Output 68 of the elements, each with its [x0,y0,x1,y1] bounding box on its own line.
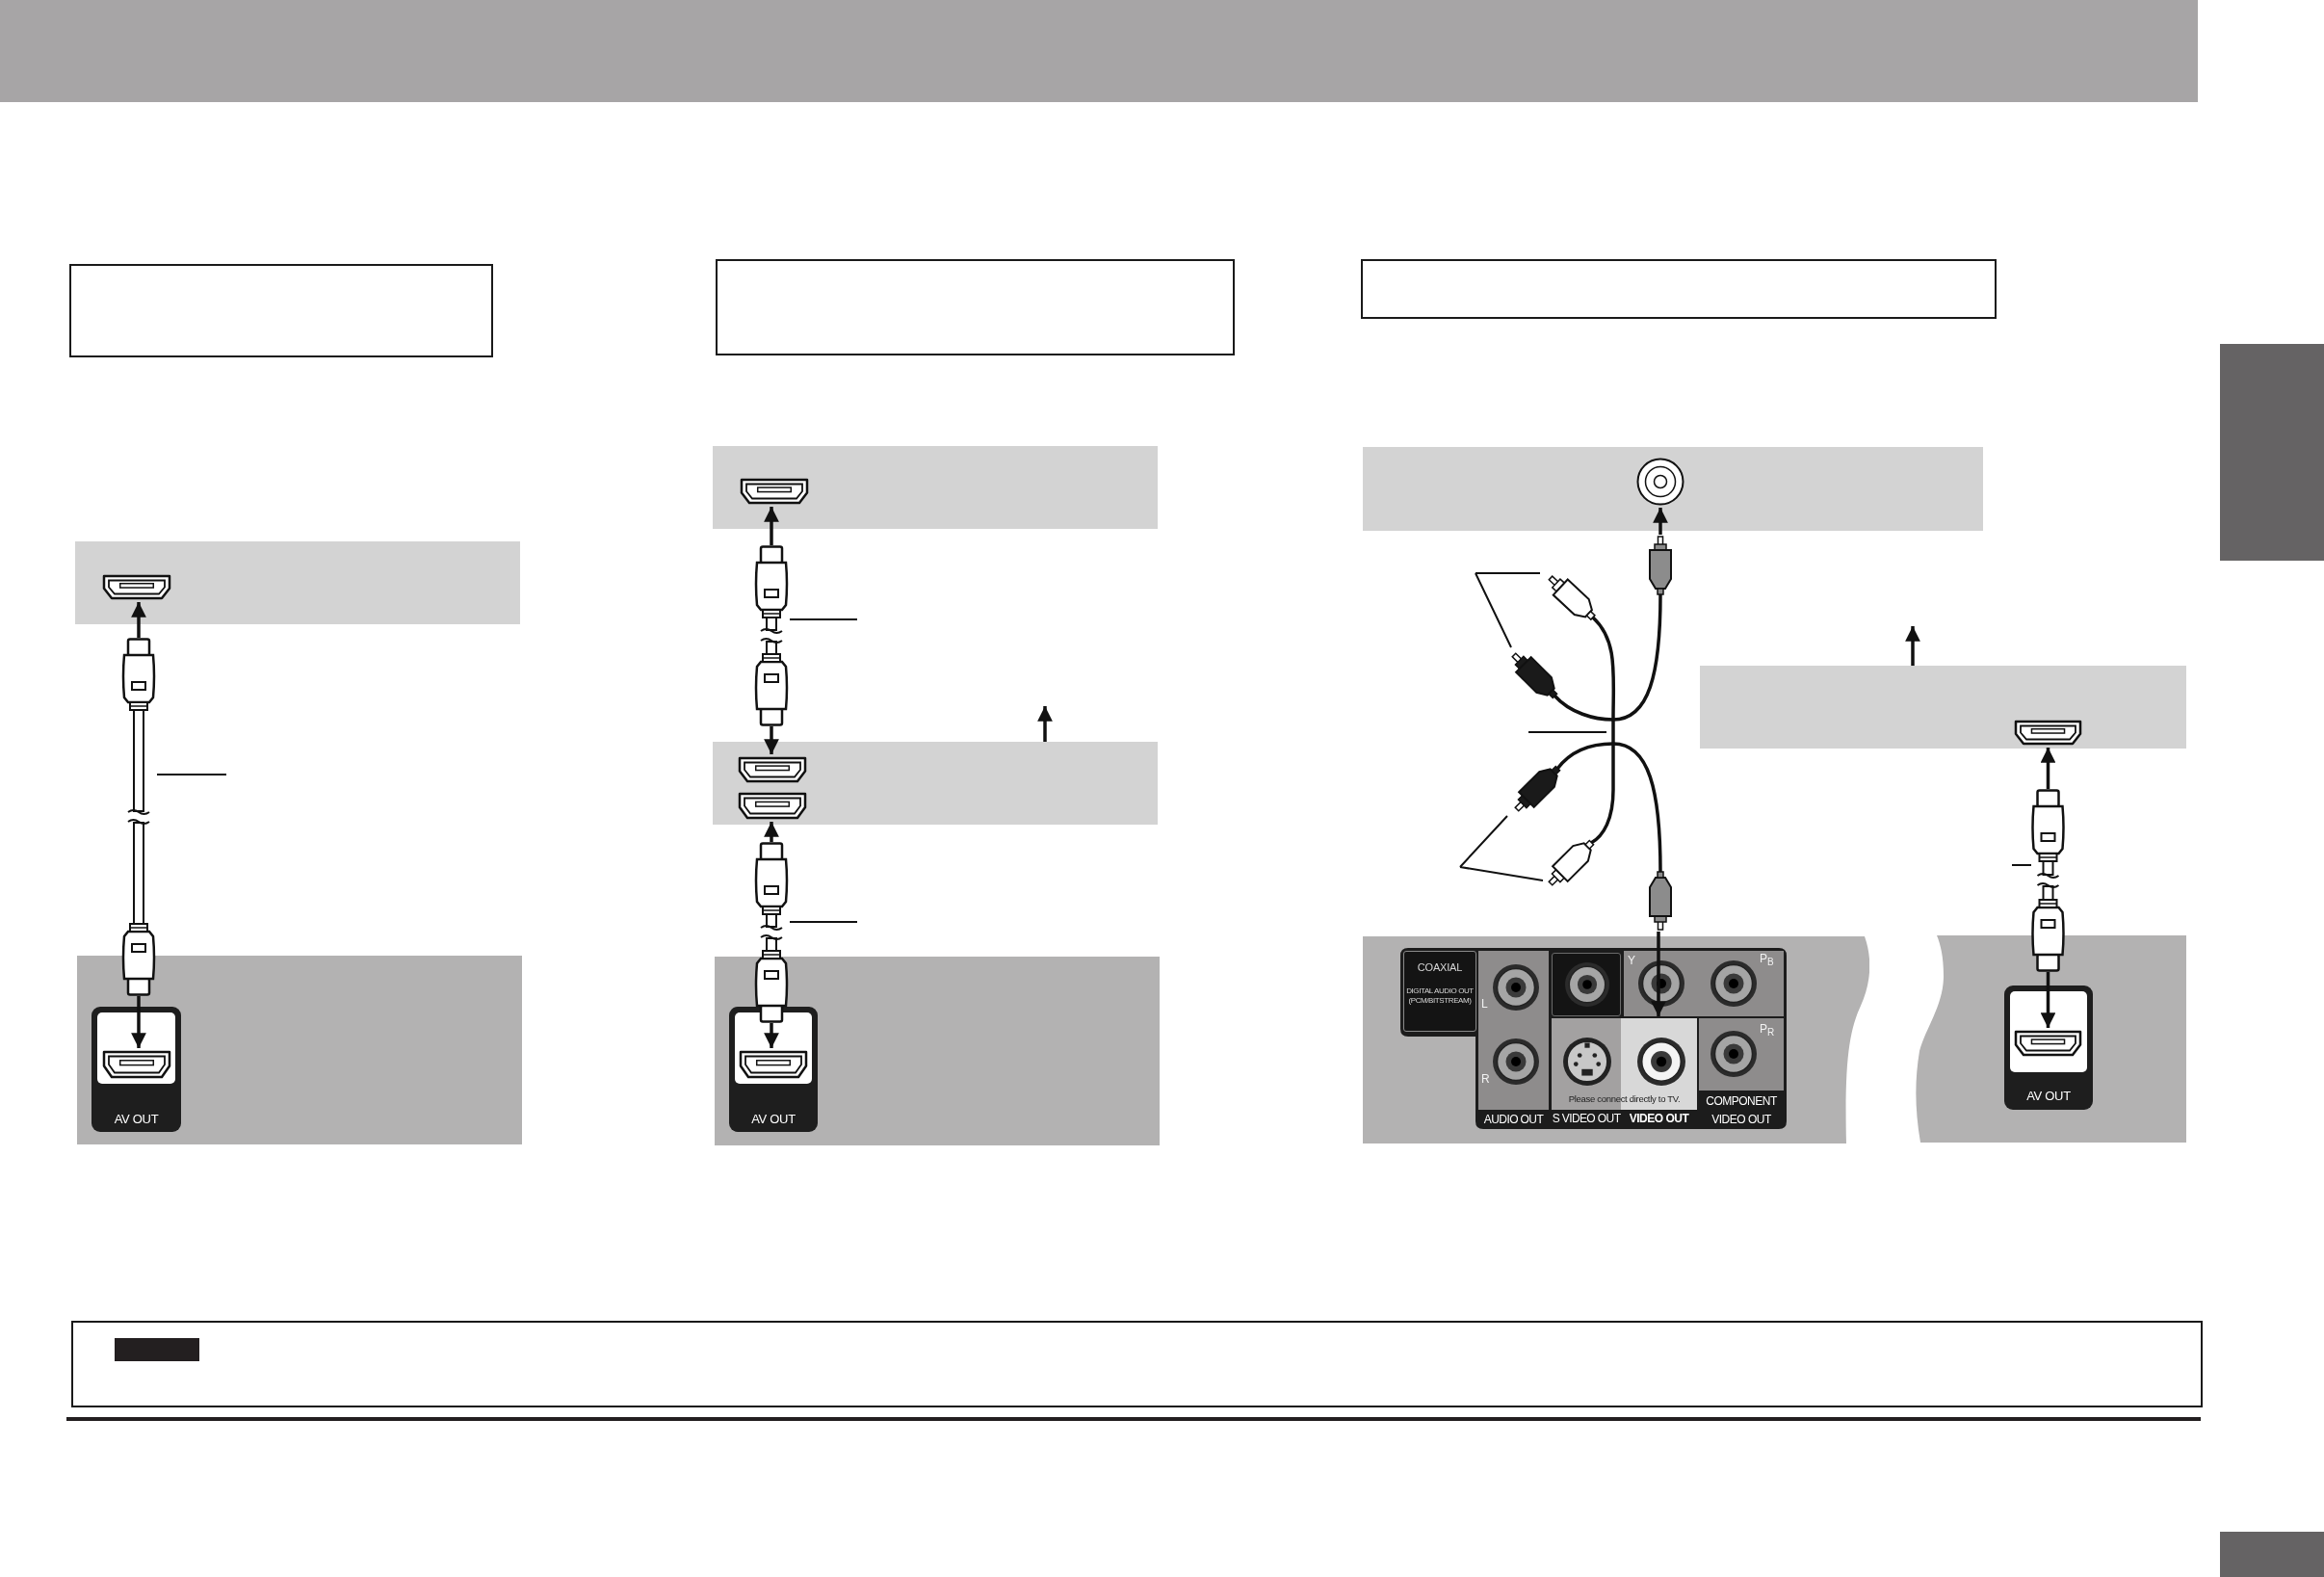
device-panel [715,957,1160,1145]
port-label: Y [1628,955,1635,968]
socket-icon [102,574,171,600]
terminal-plate [91,1007,181,1132]
leader-line [789,921,858,923]
cable-drawing [2031,789,2065,972]
device-panel [713,446,1158,529]
arrow [764,1023,779,1048]
arrow [764,507,779,545]
heading-frame [69,264,493,357]
arrow [1653,508,1668,535]
device-panel [77,956,522,1144]
device-panel [1363,447,1983,531]
device-panel [75,541,520,624]
socket-icon [738,756,807,783]
terminal-plate [729,1007,818,1132]
highlight-panel [1552,1018,1697,1129]
socket-icon [2014,1030,2082,1057]
port-label: DIGITAL AUDIO OUT (PCM/BITSTREAM) [1405,986,1475,1006]
port-label: VIDEO OUT [1628,1113,1690,1126]
device-panel [1363,936,1869,1143]
terminal-plate [2004,986,2093,1110]
arrow [764,822,779,842]
port-label: L [1481,998,1488,1012]
socket-icon [740,478,809,505]
port-label: AV OUT [2025,1090,2072,1104]
header-band [0,0,2198,102]
side-tab [2220,1532,2324,1577]
heading-frame [716,259,1235,355]
leader-line [1528,731,1607,733]
device-panel [1915,935,2186,1143]
leader-line [156,774,227,775]
arrow [2040,972,2056,1028]
note-tag [115,1338,199,1361]
leader-line [789,618,858,620]
port-label: R [1481,1073,1490,1087]
cable-drawing [120,638,157,996]
arrow [131,602,146,638]
socket-icon [739,1050,808,1079]
arrow [1905,626,1920,666]
arrow [764,726,779,754]
device-panel [1700,666,2186,749]
cable-drawing [753,545,790,726]
arrow [1037,706,1053,742]
leader-line [2011,864,2032,866]
arrow [131,996,146,1048]
port-label: COMPONENT VIDEO OUT [1705,1093,1778,1128]
socket-icon [738,792,807,820]
port-label: COAXIAL [1416,961,1464,974]
cable-drawing [753,842,790,1023]
socket-icon [102,1050,171,1079]
jack-icon [1636,458,1684,506]
heading-frame [1361,259,1997,319]
port-label: AUDIO OUT [1482,1114,1545,1127]
terminal-panel [1400,948,1787,1129]
port-label: AV OUT [750,1113,796,1127]
arrow [2040,748,2056,789]
leader-line [1459,815,1544,881]
side-tab [2220,344,2324,561]
socket-icon [2014,720,2082,746]
note-text: Please connect directly to TV. [1567,1094,1682,1105]
port-label: S VIDEO OUT [1552,1113,1621,1126]
device-panel [713,742,1158,825]
port-label: P$_{R}$ [1760,1023,1775,1038]
note-frame [71,1321,2203,1407]
port-label: AV OUT [113,1113,160,1127]
port-label: P$_{B}$ [1760,953,1774,968]
leader-line [1475,572,1541,648]
